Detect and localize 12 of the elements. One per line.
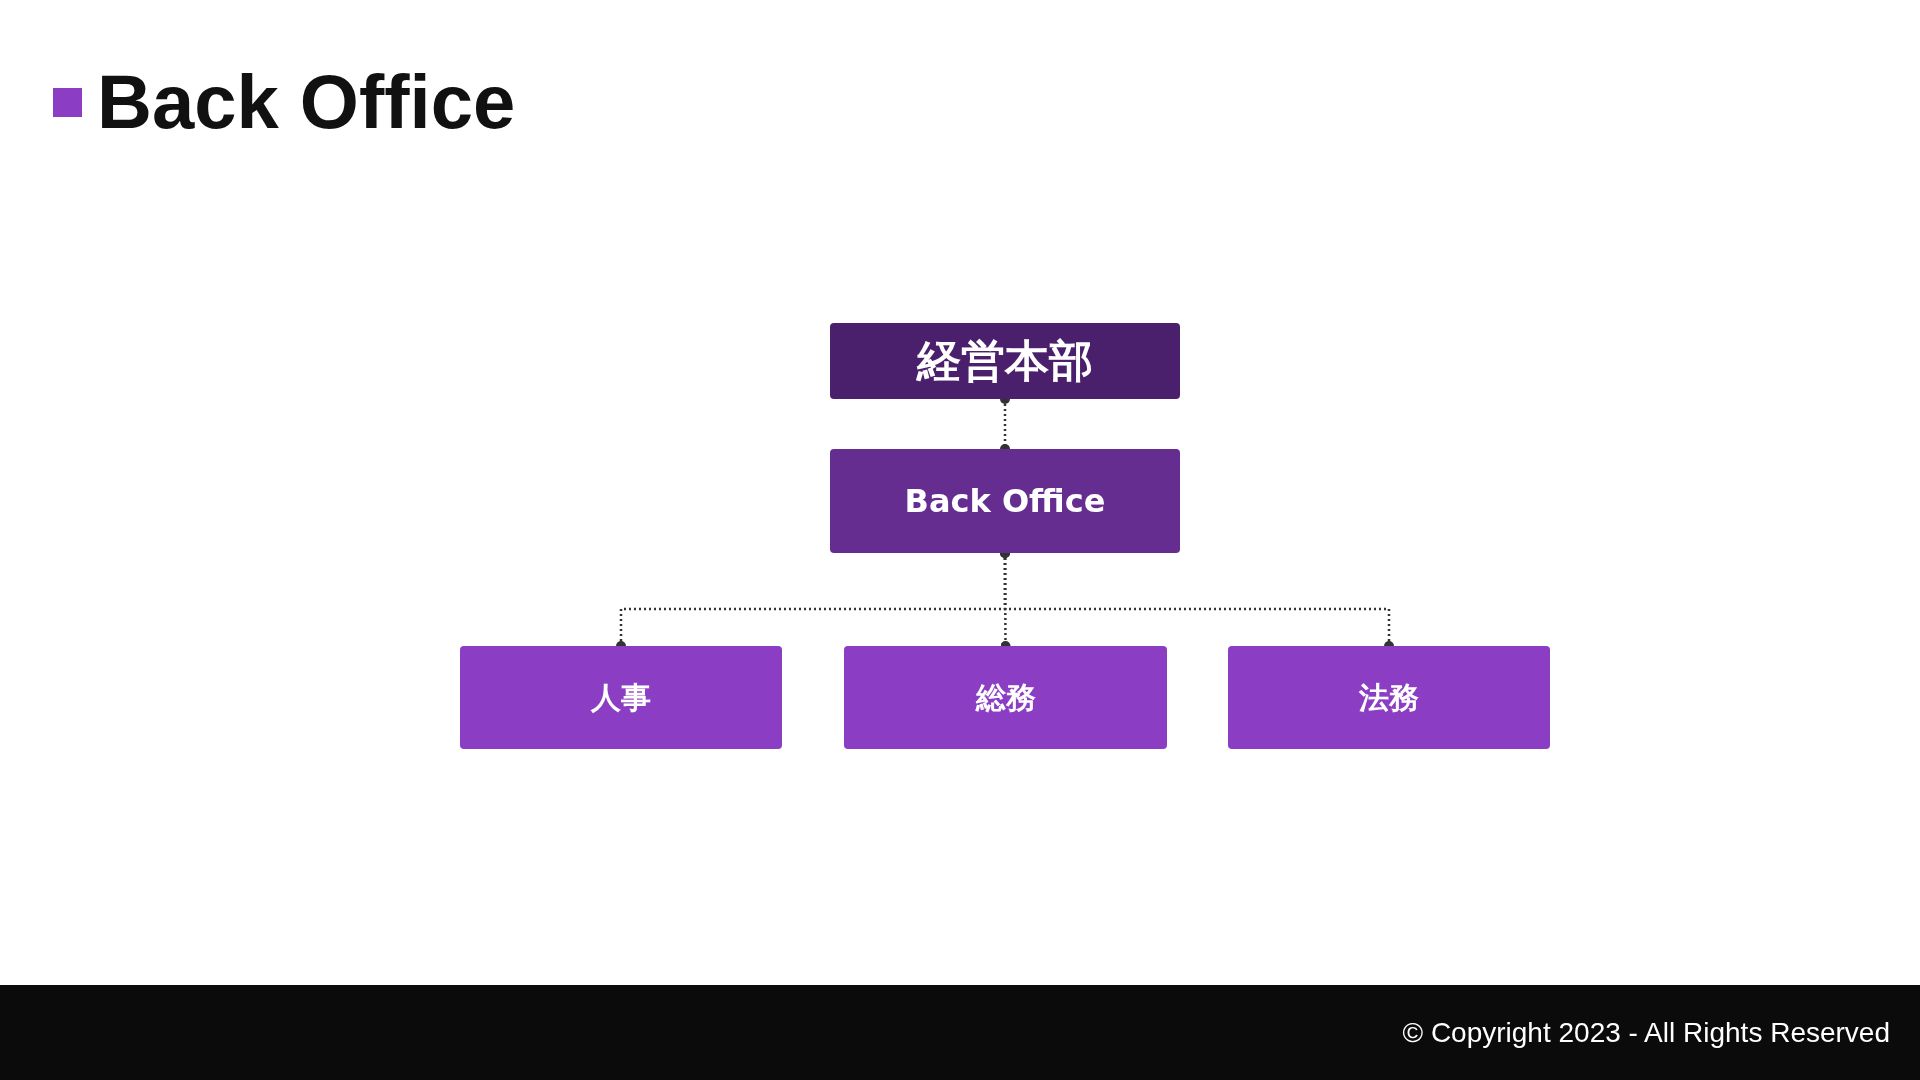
box-label: 法務	[1359, 679, 1419, 717]
copyright-text: © Copyright 2023 - All Rights Reserved	[1402, 1015, 1890, 1050]
org-box	[830, 323, 1180, 399]
org-box	[830, 449, 1180, 553]
box-label: Back Office	[904, 481, 1106, 522]
org-box	[844, 646, 1167, 749]
slide-title: Back Office	[97, 64, 516, 140]
org-box	[460, 646, 782, 749]
box-label: 人事	[591, 679, 651, 717]
box-label: 経営本部	[917, 334, 1093, 388]
org-box	[1228, 646, 1550, 749]
box-label: 総務	[975, 679, 1036, 717]
